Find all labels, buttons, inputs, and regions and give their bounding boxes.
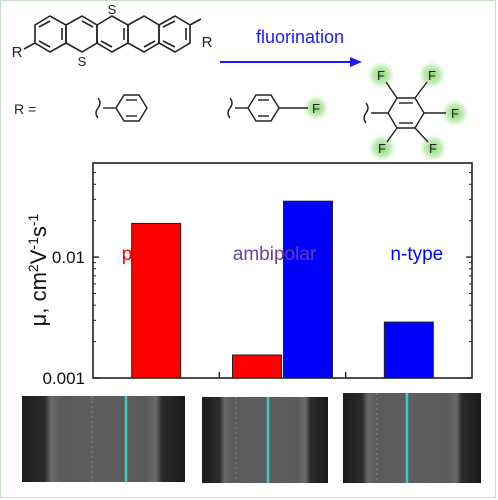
fluorination-label: fluorination [256,27,344,47]
fluorine-glow [418,61,446,89]
fluorine-glow [368,134,396,162]
r-equals-label: R = [14,101,36,117]
y-tick-label: 0.001 [42,369,85,388]
r-substituent-label-right: R [202,34,213,51]
sulfur-label-bottom: S [78,54,87,69]
bar [131,222,182,379]
fluorine-glow [367,61,395,89]
fluorophenyl-substituent: F [227,94,329,122]
bar [232,354,282,379]
y-tick-label: 0.01 [52,248,85,267]
micrograph-p-type [22,396,185,482]
bar [383,321,434,379]
dntt-core-structure [23,15,202,53]
mobility-chart: 0.001 0.01 p-type ambipolar n-type μ, cm2V-… [25,162,473,388]
x-axis [218,372,347,378]
arrow-head [350,57,362,67]
micrograph-n-type [343,393,481,483]
fluorine-atom-label: F [451,106,459,121]
fluorine-glow [419,134,447,162]
r-substituent-label-left: R [12,44,23,61]
bar [283,200,333,379]
fluorine-atom-label: F [429,141,437,156]
fluorine-atom-label: F [378,141,386,156]
group-label: ambipolar [233,244,317,265]
pentafluorophenyl-substituent: F F F F F [363,61,469,162]
fluorine-atom-label: F [377,68,385,83]
fluorine-atom-label: F [428,68,436,83]
phenyl-substituent [95,94,148,122]
fluorine-atom-label: F [312,101,320,116]
micrograph-ambipolar [202,397,328,483]
micrograph-row [22,393,481,483]
fluorine-glow [303,95,329,121]
bar-series [131,200,434,379]
group-labels: p-type ambipolar n-type [122,244,443,265]
y-axis-label: μ, cm2V-1s-1 [25,213,51,326]
y-axis: 0.001 0.01 [42,172,472,388]
sulfur-label-top: S [108,2,117,17]
group-label: n-type [390,244,443,265]
group-label: p-type [122,244,175,265]
fluorine-glow [441,99,469,127]
plot-frame [92,162,473,379]
